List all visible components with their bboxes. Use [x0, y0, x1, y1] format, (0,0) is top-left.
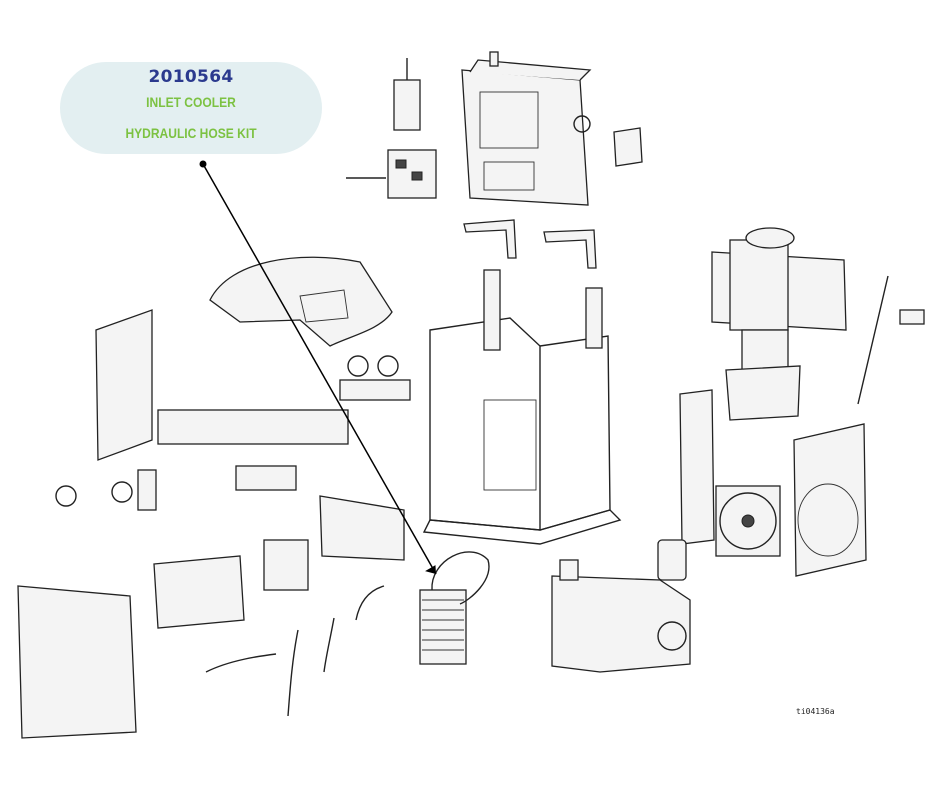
figure-id: ti04136a	[796, 707, 835, 716]
heat-exchanger	[679, 389, 715, 545]
electrical-box	[153, 555, 245, 629]
control-box	[461, 51, 592, 206]
control-board	[346, 149, 437, 199]
motor-pump-assembly	[711, 227, 847, 421]
cover-left	[17, 585, 137, 739]
valve-left	[55, 469, 157, 511]
manifold-assembly	[157, 409, 349, 491]
frame	[422, 269, 622, 545]
label-card	[613, 127, 643, 167]
reservoir-tank	[551, 559, 691, 673]
part-name-line-2: HYDRAULIC HOSE KIT	[125, 125, 257, 141]
guard-panel	[319, 495, 405, 561]
bracket-right	[543, 229, 597, 269]
side-panel-right	[793, 423, 867, 577]
transformer	[263, 539, 309, 591]
filter	[657, 539, 687, 581]
fan	[715, 485, 781, 557]
part-name-line-1: INLET COOLER	[146, 94, 236, 110]
hoses	[205, 585, 385, 717]
leader-line	[199, 160, 437, 575]
inlet-cooler	[419, 551, 490, 665]
pressure-switch	[393, 58, 421, 131]
part-callout: 2010564 INLET COOLER HYDRAULIC HOSE KIT	[60, 62, 322, 154]
side-panel-left	[95, 309, 153, 461]
gauge-assembly	[339, 355, 411, 401]
hose-wand	[857, 275, 925, 405]
shroud	[209, 256, 393, 347]
bracket-left	[463, 219, 517, 259]
part-number: 2010564	[148, 67, 234, 87]
